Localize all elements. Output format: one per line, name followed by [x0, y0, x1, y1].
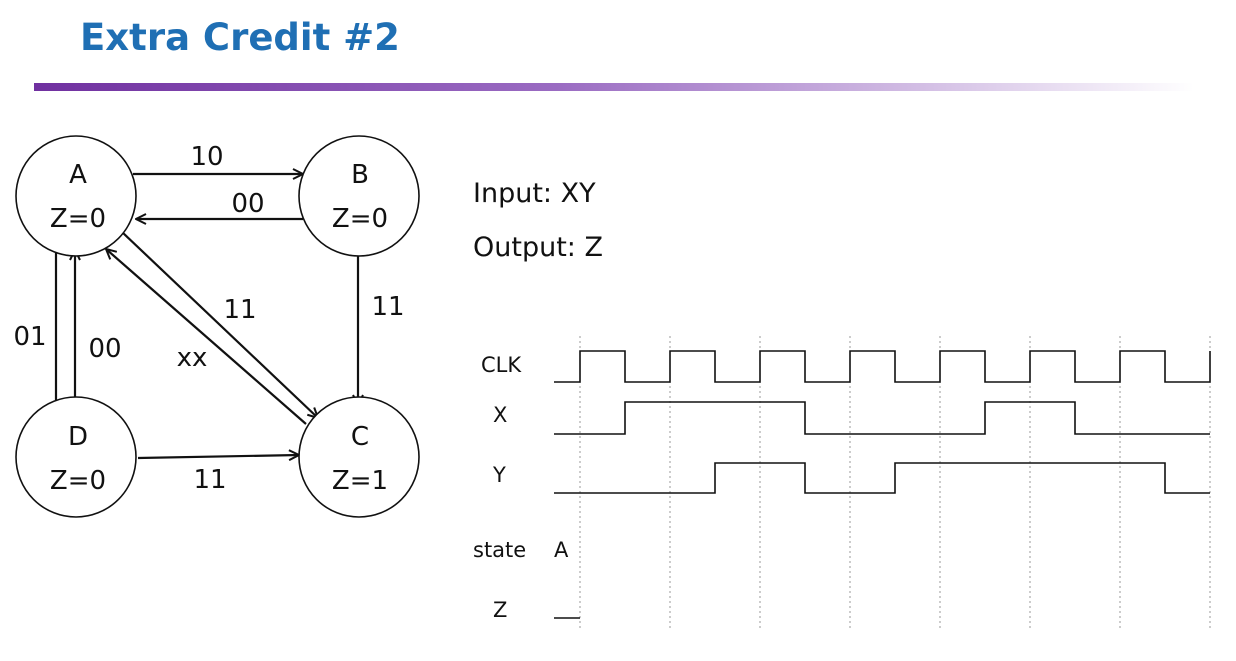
state-output-b: Z=0 — [332, 204, 388, 234]
state-name-b: B — [351, 160, 369, 190]
input-label: Input: XY — [473, 178, 596, 209]
transition-label-a-to-d: 01 — [13, 322, 46, 352]
clk-waveform — [554, 350, 1211, 383]
transition-label-b-to-c: 11 — [371, 292, 404, 322]
state-output-c: Z=1 — [332, 466, 388, 496]
state-diagram: 10 00 01 00 11 xx 11 11 A Z=0 B Z=0 C Z=… — [13, 135, 420, 518]
state-name-a: A — [69, 160, 87, 190]
output-label: Output: Z — [473, 232, 603, 263]
transition-label-a-to-b: 10 — [190, 142, 223, 172]
signal-label-z: Z — [493, 598, 507, 622]
state-name-c: C — [351, 422, 369, 452]
transition-c-to-a — [106, 249, 307, 425]
transition-label-a-to-c: 11 — [223, 295, 256, 325]
transition-label-d-to-a: 00 — [88, 334, 121, 364]
state-node-b: B Z=0 — [298, 135, 420, 257]
transition-label-c-to-a: xx — [177, 343, 208, 373]
timing-diagram: CLK X Y state A Z — [473, 336, 1211, 630]
signal-label-clk: CLK — [481, 353, 522, 377]
state-node-d: D Z=0 — [15, 396, 137, 518]
state-node-c: C Z=1 — [298, 396, 420, 518]
title-underline — [34, 83, 1194, 91]
state-node-a: A Z=0 — [15, 135, 137, 257]
transition-label-d-to-c: 11 — [193, 465, 226, 495]
state-name-d: D — [68, 422, 88, 452]
transition-a-to-c — [121, 231, 318, 418]
state-output-a: Z=0 — [50, 204, 106, 234]
signal-label-state: state — [473, 538, 526, 562]
y-waveform — [554, 462, 1210, 494]
slide-title: Extra Credit #2 — [80, 16, 400, 59]
signal-label-y: Y — [492, 463, 506, 487]
signal-label-x: X — [493, 403, 507, 427]
transition-d-to-c — [137, 455, 299, 458]
x-waveform — [554, 401, 1210, 435]
state-output-d: Z=0 — [50, 466, 106, 496]
transition-label-b-to-a: 00 — [231, 189, 264, 219]
state-initial-value: A — [554, 538, 569, 562]
timing-gridlines — [579, 336, 1211, 630]
